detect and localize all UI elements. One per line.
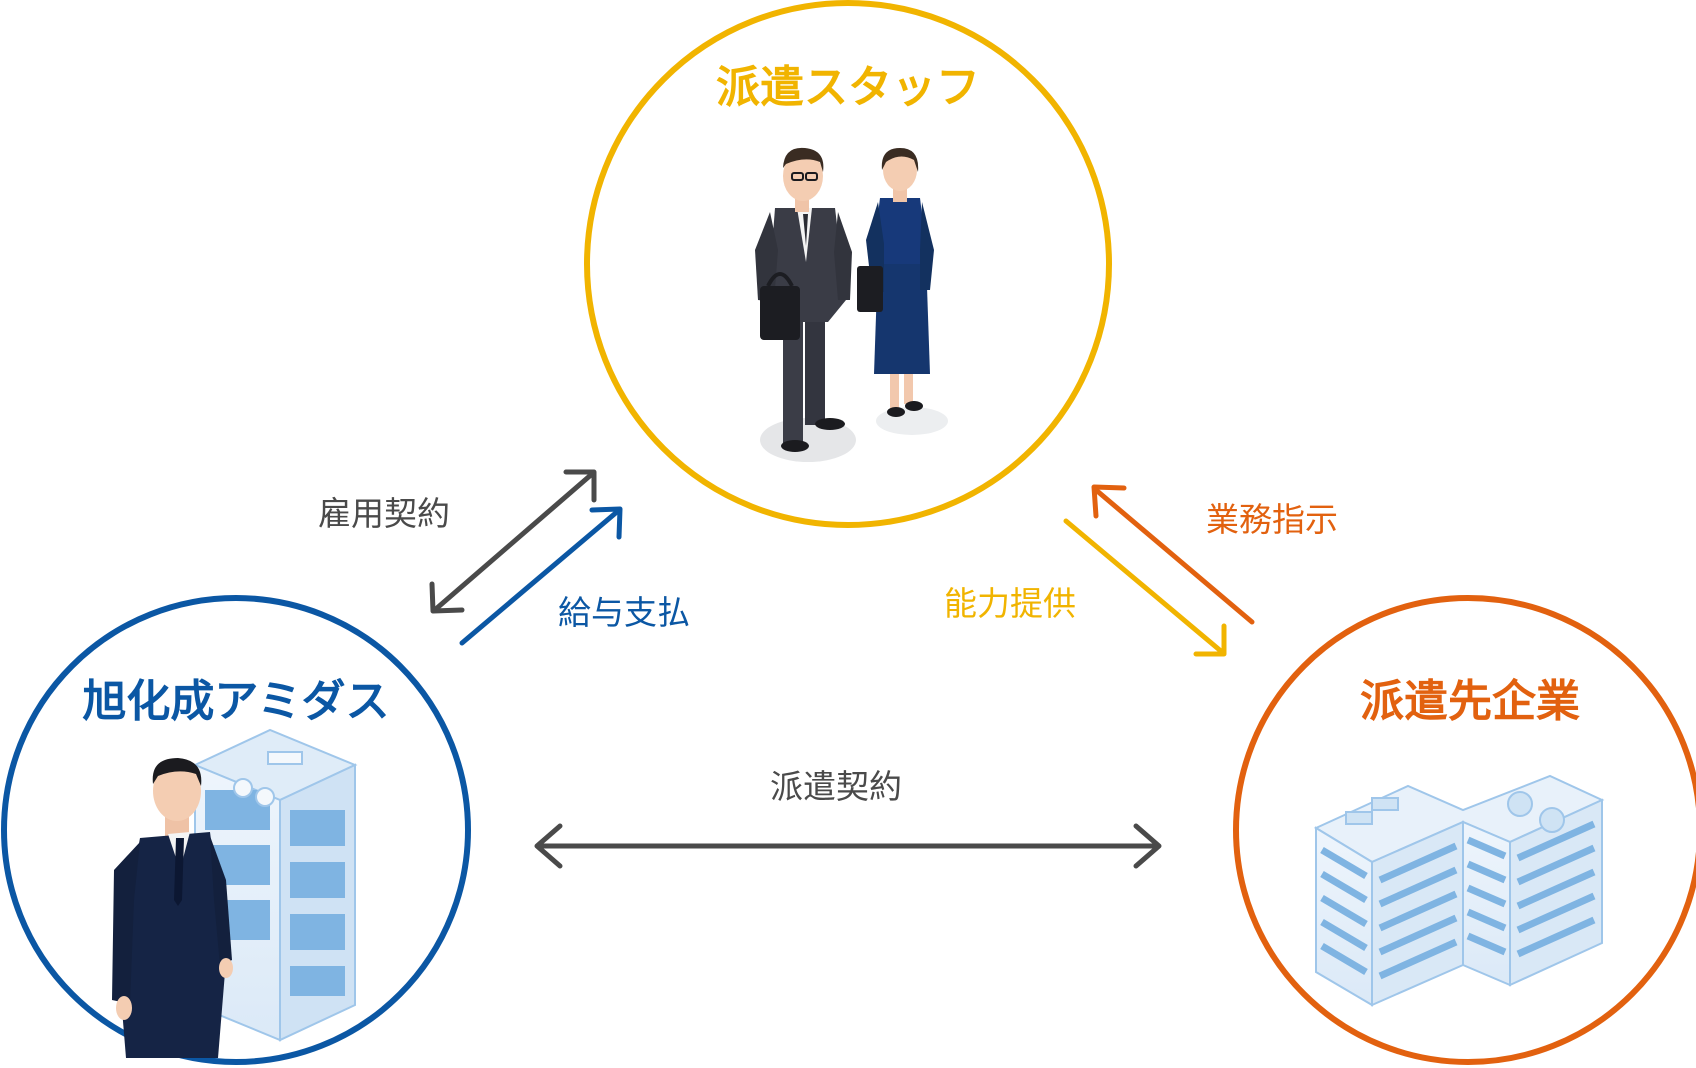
dispatch-contract-label: 派遣契約 [770, 767, 902, 806]
salary-payment-label: 給与支払 [558, 593, 690, 632]
salary-payment-arrow [459, 506, 623, 646]
staff-title: 派遣スタッフ [716, 62, 980, 113]
ability-provision-label: 能力提供 [944, 584, 1076, 623]
employment-contract-arrow [429, 469, 597, 614]
business-people-icon [755, 147, 948, 462]
office-building-icon [1313, 774, 1605, 1007]
dispatch-contract-arrow [534, 823, 1162, 869]
work-instruction-arrow [1091, 484, 1255, 625]
client-title: 派遣先企業 [1360, 676, 1580, 727]
work-instruction-label: 業務指示 [1206, 500, 1338, 539]
businessman-building-icon [112, 728, 358, 1058]
employment-contract-label: 雇用契約 [318, 494, 450, 533]
ability-provision-arrow [1063, 518, 1227, 657]
amidas-title: 旭化成アミダス [82, 676, 390, 727]
